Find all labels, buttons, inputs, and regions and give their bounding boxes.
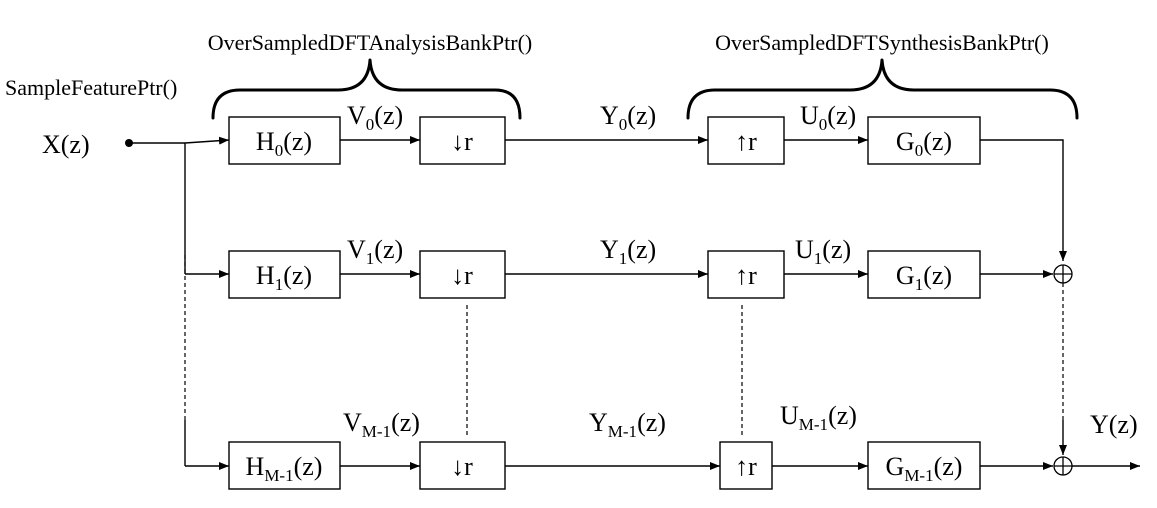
um1-label: UM-1(z): [780, 401, 857, 434]
up-1-label: ↑r: [735, 261, 757, 290]
g1-label: G1(z): [896, 261, 952, 294]
hm1-label: HM-1(z): [246, 452, 323, 485]
downsampler-0: [419, 116, 506, 165]
h1-block: [228, 250, 341, 299]
synthesis-bank-title: OverSampledDFTSynthesisBankPtr(): [715, 30, 1049, 55]
sum-node-1: [1053, 264, 1073, 284]
v1-label: V1(z): [347, 235, 403, 268]
down-m1-label: ↓r: [451, 452, 473, 481]
to-h0-arrow: [184, 136, 230, 145]
sample-feature-title: SampleFeaturePtr(): [5, 75, 177, 100]
upsampler-1: [707, 250, 785, 299]
up-m1-label: ↑r: [735, 452, 757, 481]
h0-label: H0(z): [256, 127, 312, 160]
gm1-block: [867, 441, 981, 490]
g0-to-sum1-arrow: [980, 139, 1067, 261]
y0-label: Y0(z): [600, 101, 656, 134]
output-label: Y(z): [1090, 410, 1138, 439]
upsampler-0: [707, 116, 785, 165]
gm1-label: GM-1(z): [886, 452, 963, 485]
sum-node-2: [1053, 456, 1073, 476]
synthesis-brace: [686, 58, 1079, 120]
analysis-bank-title: OverSampledDFTAnalysisBankPtr(): [208, 30, 533, 55]
upsampler-m1: [719, 441, 773, 490]
ym1-label: YM-1(z): [589, 408, 666, 441]
branch-m1: HM-1(z) VM-1(z) ↓r YM-1(z) ↑r UM-1(z) GM…: [228, 401, 1053, 490]
downsampler-m1: [419, 441, 506, 490]
y1-label: Y1(z): [600, 235, 656, 268]
analysis-brace: [211, 58, 522, 120]
u1-label: U1(z): [795, 235, 851, 268]
branch-0: H0(z) V0(z) ↓r Y0(z) ↑r U0(z) G0(z): [228, 101, 1067, 261]
input-label: X(z): [42, 130, 90, 159]
up-0-label: ↑r: [735, 127, 757, 156]
vm1-label: VM-1(z): [343, 408, 420, 441]
hm1-block: [228, 441, 341, 490]
branch-1: H1(z) V1(z) ↓r Y1(z) ↑r U1(z) G1(z): [228, 235, 1053, 299]
down-1-label: ↓r: [451, 261, 473, 290]
downsampler-1: [419, 250, 506, 299]
u0-label: U0(z): [800, 101, 856, 134]
g0-label: G0(z): [896, 127, 952, 160]
down-0-label: ↓r: [451, 127, 473, 156]
v0-label: V0(z): [347, 101, 403, 134]
h1-label: H1(z): [256, 261, 312, 294]
